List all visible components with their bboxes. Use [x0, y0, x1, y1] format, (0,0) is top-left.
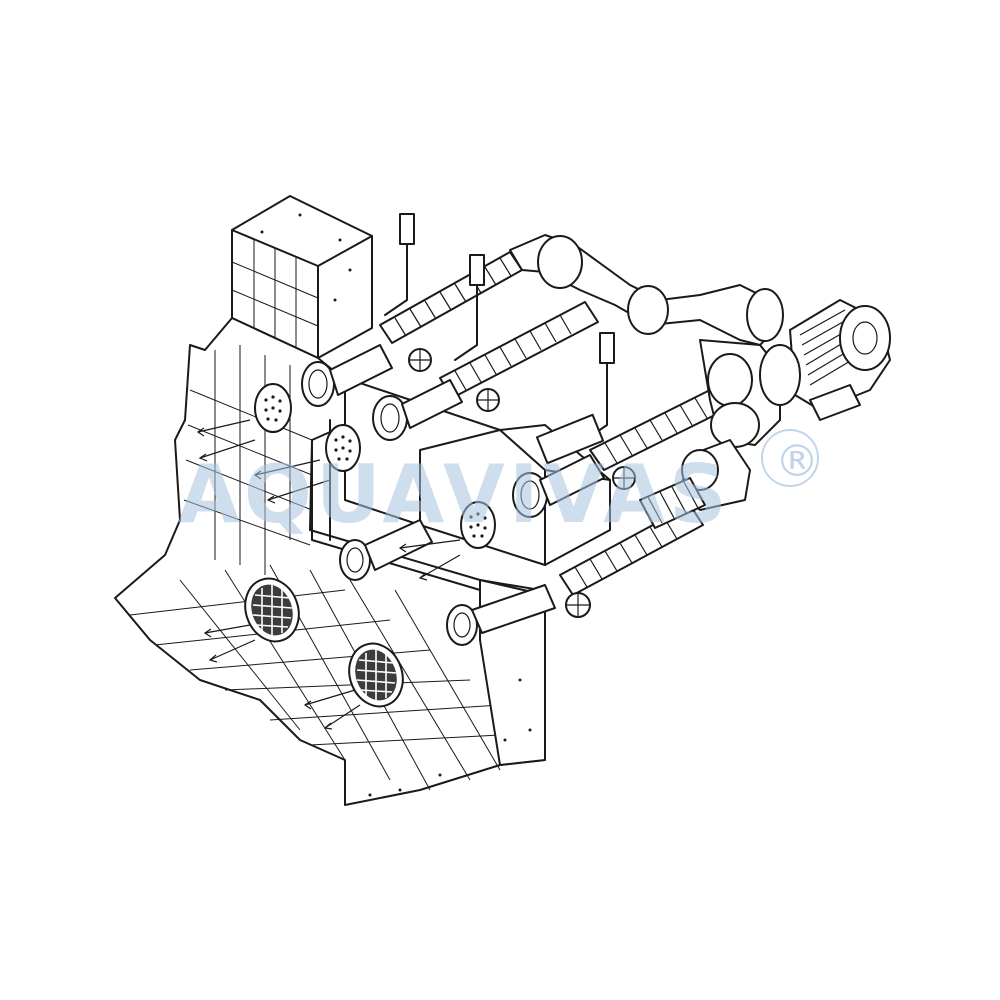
jet-nozzle-icon: [254, 383, 496, 549]
flow-arrows: [196, 419, 461, 730]
flex-hose-4: [559, 504, 704, 596]
registered-mark-icon: [761, 429, 819, 487]
suction-grate-2: [348, 642, 404, 708]
jet-nozzle-3: [460, 501, 496, 549]
flex-hose-1: [379, 251, 523, 344]
watermark: AQUAVIVAS ®: [178, 429, 819, 541]
jet-nozzle-1: [254, 383, 292, 433]
watermark-text: AQUAVIVAS: [178, 448, 731, 541]
suction-grate-1: [244, 577, 300, 643]
pump-motor-icon: [759, 299, 891, 421]
wall-flanges: [301, 344, 605, 646]
handwheel-valve-icon: [408, 348, 636, 618]
union-fitting: [639, 477, 706, 529]
watermark-registered: ®: [775, 436, 819, 487]
suction-grate-icon: [244, 577, 404, 708]
air-intake-icon: [384, 213, 615, 441]
jet-nozzle-2: [325, 424, 361, 472]
flex-hose-2: [439, 301, 599, 399]
